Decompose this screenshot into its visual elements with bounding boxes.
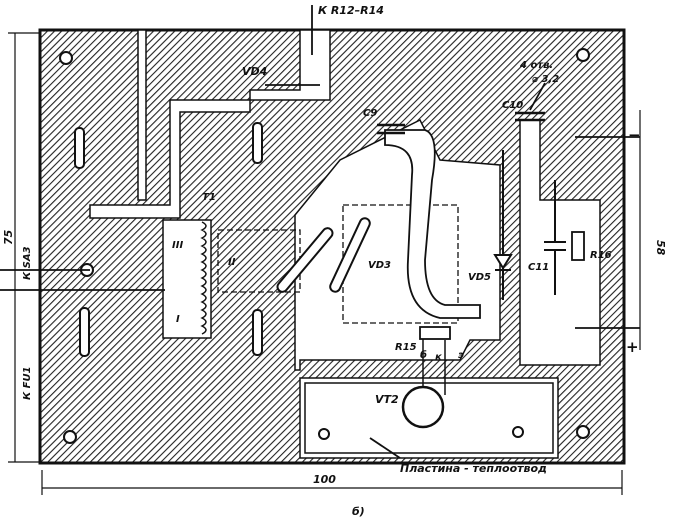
label-c11: C11 (528, 262, 549, 273)
label-c9: C9 (363, 108, 377, 119)
leader-holes (529, 82, 546, 111)
label-winding-1: I (176, 314, 180, 325)
label-t1: T1 (202, 192, 216, 203)
mounting-hole (512, 426, 524, 438)
mounting-hole (318, 428, 330, 440)
label-k: к (435, 352, 442, 363)
slot-pad (329, 217, 371, 293)
caption: б) (352, 505, 365, 518)
transformer-t1 (162, 219, 212, 339)
slot-pad (276, 227, 334, 293)
label-dim-width: 100 (313, 473, 336, 486)
label-winding-3: III (172, 240, 183, 251)
vd3-lead-pad (384, 129, 481, 319)
diode-vd5 (493, 150, 513, 300)
label-holes: 4 отв. (519, 60, 553, 71)
slot-pad (74, 127, 85, 169)
label-vd3: VD3 (368, 260, 391, 271)
mounting-hole (63, 430, 77, 444)
resistor-r16 (571, 231, 585, 261)
label-vd4: VD4 (242, 65, 267, 78)
resistor-r15 (419, 326, 451, 340)
label-r15: R15 (395, 342, 417, 353)
label-e: э (458, 350, 464, 361)
label-c10: C10 (502, 100, 523, 111)
label-left-wire-bottom: К FU1 (22, 366, 33, 400)
label-dim-height: 75 (2, 229, 15, 245)
transistor-vt2 (401, 330, 446, 429)
slot-pad (252, 122, 263, 164)
label-hole-dia: ⌀ 3,2 (532, 74, 559, 85)
label-vd5: VD5 (468, 272, 491, 283)
mounting-hole (576, 425, 590, 439)
label-vt2: VT2 (375, 393, 399, 406)
label-dim-right: 58 (654, 240, 667, 256)
label-b: б (420, 349, 427, 361)
label-plus: + (626, 338, 639, 356)
capacitor-c11 (544, 180, 566, 295)
label-r16: R16 (590, 250, 612, 261)
label-top-wire: К R12–R14 (318, 4, 384, 17)
leader-plate (369, 437, 401, 459)
label-minus: − (628, 126, 641, 144)
label-left-wire-top: К SA3 (22, 246, 33, 280)
slot-pad (79, 307, 90, 357)
slot-pad (252, 309, 263, 356)
mounting-hole (576, 48, 590, 62)
label-plate: Пластина - теплоотвод (400, 462, 547, 475)
label-winding-2: II (228, 257, 236, 268)
heatsink-plate (304, 382, 554, 454)
mounting-hole (59, 51, 73, 65)
